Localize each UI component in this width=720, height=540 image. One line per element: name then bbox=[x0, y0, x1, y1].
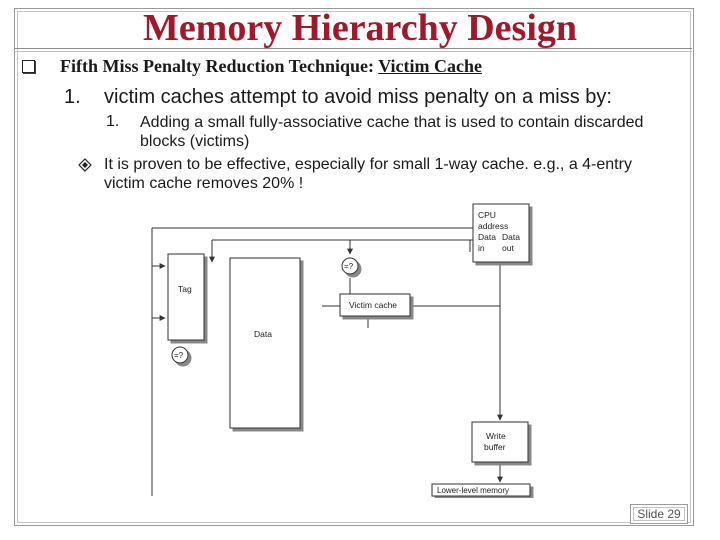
compare-bottom-label: =? bbox=[174, 351, 184, 360]
title-divider bbox=[14, 48, 692, 49]
compare-top-label: =? bbox=[344, 262, 354, 271]
lower-memory-label: Lower-level memory bbox=[437, 486, 509, 495]
victim-cache-box: Victim cache bbox=[339, 293, 411, 317]
point-number: 1. bbox=[64, 86, 81, 108]
slide-title: Memory Hierarchy Design bbox=[142, 7, 578, 49]
square-bullet-icon bbox=[22, 60, 35, 73]
data-out-sub-label: out bbox=[502, 243, 514, 253]
tag-label: Tag bbox=[178, 284, 192, 294]
note-text: It is proven to be effective, especially… bbox=[104, 156, 632, 192]
write-buffer-label: Write bbox=[486, 431, 506, 441]
cpu-label: CPU bbox=[478, 210, 496, 220]
write-buffer-box: Write buffer bbox=[471, 421, 529, 463]
diamond-bullet-icon bbox=[78, 158, 92, 172]
bus-lines bbox=[151, 227, 503, 496]
point-text: victim caches attempt to avoid miss pena… bbox=[104, 86, 612, 108]
heading-prefix: Fifth Miss Penalty Reduction Technique: bbox=[60, 56, 379, 76]
cpu-address-label: address bbox=[478, 221, 508, 231]
heading-highlight: Victim Cache bbox=[378, 56, 483, 76]
victim-cache-label: Victim cache bbox=[349, 300, 397, 310]
write-buffer-sub-label: buffer bbox=[484, 442, 506, 452]
cpu-box: CPU address Data in Data out bbox=[472, 203, 530, 263]
data-in-sub-label: in bbox=[478, 243, 485, 253]
slide-number: Slide 29 bbox=[630, 504, 688, 524]
slide-inner-frame bbox=[17, 11, 691, 523]
section-heading: Fifth Miss Penalty Reduction Technique: … bbox=[60, 56, 482, 77]
victim-cache-diagram: CPU address Data in Data out Tag Data =?… bbox=[151, 203, 531, 497]
slide-outer-frame bbox=[14, 8, 694, 526]
compare-bottom-circle: =? bbox=[171, 346, 189, 364]
data-label: Data bbox=[254, 329, 272, 339]
title-divider-inner bbox=[14, 51, 692, 52]
lower-memory-box: Lower-level memory bbox=[431, 483, 531, 497]
data-in-label: Data bbox=[478, 232, 496, 242]
subpoint-text: Adding a small fully-associative cache t… bbox=[140, 114, 644, 150]
data-box: Data bbox=[229, 257, 301, 429]
data-out-label: Data bbox=[502, 232, 520, 242]
tag-box: Tag bbox=[167, 253, 205, 341]
subpoint-number: 1. bbox=[106, 113, 120, 130]
compare-top-circle: =? bbox=[341, 257, 359, 275]
